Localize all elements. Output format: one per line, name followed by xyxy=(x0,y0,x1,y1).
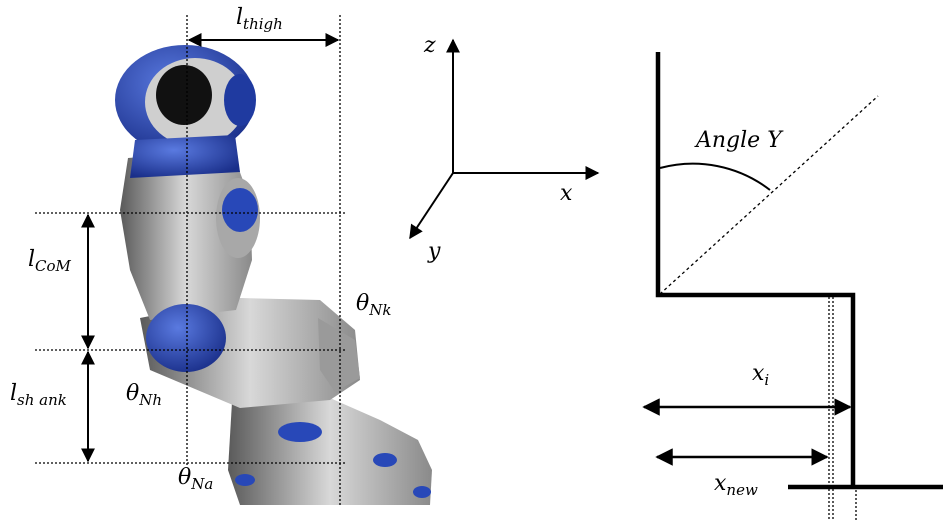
robot-hip-blue xyxy=(146,304,226,372)
axis-label-x: x xyxy=(560,181,573,206)
robot-shoulder xyxy=(130,135,240,178)
label-x-new: xnew xyxy=(714,471,758,499)
label-l-com: lCoM xyxy=(28,247,72,275)
label-l-thigh: lthigh xyxy=(236,5,283,33)
robot-guides xyxy=(35,15,345,505)
robot-eye xyxy=(156,65,212,125)
step-outline xyxy=(655,52,856,487)
nao-robot-illustration xyxy=(115,45,432,505)
robot-foot-blue-back xyxy=(235,474,255,486)
coordinate-axes xyxy=(409,38,600,240)
label-theta-na: θNa xyxy=(178,465,213,493)
robot-dimension-arrows xyxy=(81,33,340,463)
robot-torso xyxy=(120,150,252,320)
angle-arc xyxy=(659,162,771,191)
label-l-shank: lsh ank xyxy=(10,381,67,409)
label-theta-nh: θNh xyxy=(126,381,162,409)
axis-label-z: z xyxy=(423,33,436,58)
label-x-i: xi xyxy=(752,361,769,389)
label-angle-y: Angle Y xyxy=(694,128,784,153)
angle-ray xyxy=(659,95,879,295)
robot-elbow-blue xyxy=(222,188,258,232)
label-theta-nk: θNk xyxy=(356,291,391,319)
robot-ear xyxy=(224,74,256,126)
robot-foot-blue-front xyxy=(413,486,431,498)
y-axis xyxy=(409,172,454,240)
robot-foot-blue-right xyxy=(373,453,397,467)
robot-foot xyxy=(228,398,432,505)
robot-knee-cap xyxy=(318,318,360,392)
robot-foot-blue-left xyxy=(278,422,322,442)
step-diagram xyxy=(642,52,943,520)
axis-label-y: y xyxy=(427,239,441,264)
